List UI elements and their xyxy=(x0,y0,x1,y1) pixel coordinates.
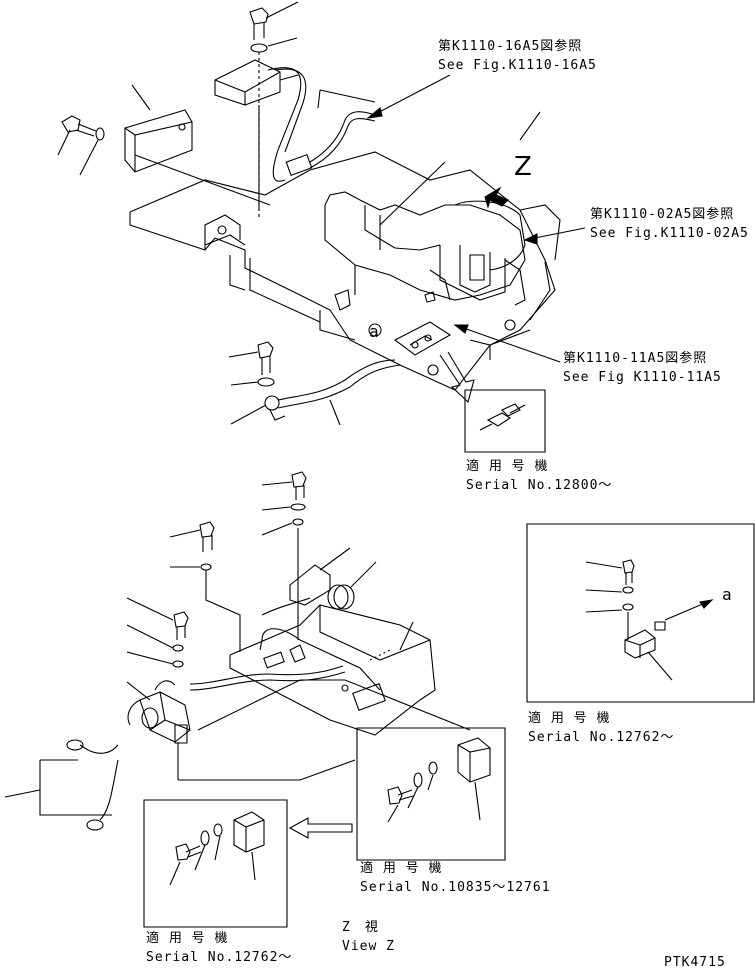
bolt-top-left xyxy=(58,85,150,175)
inset-serial-12800 xyxy=(465,390,545,452)
ref-11a5-en: See Fig K1110-11A5 xyxy=(563,370,722,385)
serial-12800-en: Serial No.12800～ xyxy=(466,478,613,493)
drawing-code: PTK4715 xyxy=(664,955,726,970)
serial-10835-en: Serial No.10835～12761 xyxy=(360,880,551,895)
ground-cable-top xyxy=(229,342,400,425)
top-controller-unit xyxy=(215,2,375,218)
serial-10835-jp: 適 用 号 機 xyxy=(360,861,443,876)
view-z-jp: Z 視 xyxy=(342,920,379,935)
ref-16a5-en: See Fig.K1110-16A5 xyxy=(438,58,597,73)
serial-12800-jp: 適 用 号 機 xyxy=(466,459,549,474)
bolts-bottom xyxy=(127,472,306,667)
point-a-top: a xyxy=(369,322,380,341)
inset-serial-10835 xyxy=(357,728,505,860)
view-z-en: View Z xyxy=(342,939,395,954)
inset-serial-12762-bottom xyxy=(144,800,287,927)
reference-leaders xyxy=(318,75,585,402)
upper-frame-assembly xyxy=(130,152,560,390)
ref-02a5-jp: 第K1110-02A5図参照 xyxy=(590,207,735,222)
serial-12762-bottom-en: Serial No.12762～ xyxy=(146,950,293,965)
lower-plate-assembly xyxy=(190,548,470,735)
switch-unit-bottom-left xyxy=(5,681,355,830)
serial-12762-right-en: Serial No.12762～ xyxy=(528,730,675,745)
inset-serial-12762-right xyxy=(527,524,754,702)
serial-12762-bottom-jp: 適 用 号 機 xyxy=(146,931,229,946)
transition-arrow xyxy=(290,818,352,838)
ref-02a5-en: See Fig.K1110-02A5 xyxy=(590,226,749,241)
resistor-top-left xyxy=(125,110,270,205)
ref-16a5-jp: 第K1110-16A5図参照 xyxy=(438,39,583,54)
serial-12762-right-jp: 適 用 号 機 xyxy=(528,711,611,726)
view-z-marker: Z xyxy=(514,152,533,182)
point-a-right: a xyxy=(722,585,733,604)
ref-11a5-jp: 第K1110-11A5図参照 xyxy=(563,351,708,366)
